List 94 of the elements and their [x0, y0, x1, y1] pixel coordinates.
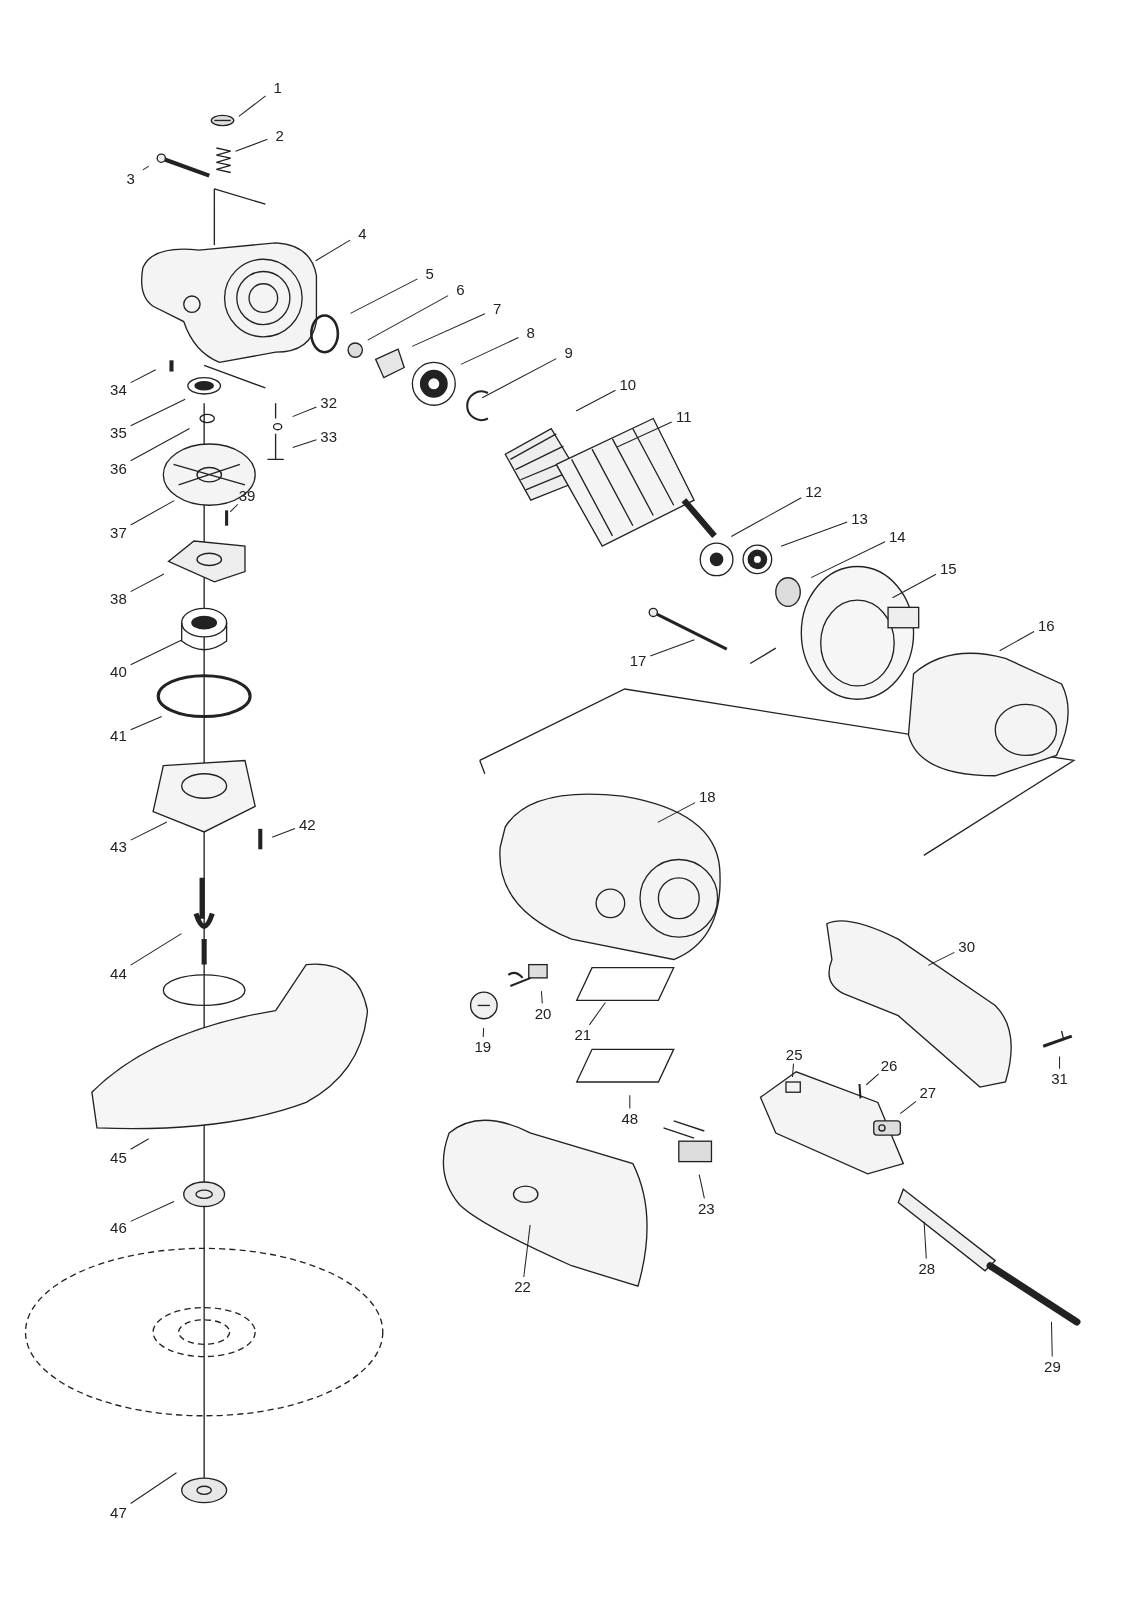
leader-line — [292, 406, 317, 418]
callout-number: 9 — [563, 343, 574, 361]
callout-number: 39 — [237, 486, 257, 504]
leader-line — [130, 427, 191, 462]
leader-line — [899, 1100, 917, 1115]
leader-line — [130, 573, 165, 593]
callout-number: 31 — [1050, 1069, 1069, 1087]
callout-number: 42 — [297, 815, 317, 833]
callout-number: 37 — [109, 523, 128, 541]
callout-number: 1 — [272, 78, 283, 96]
callout-number: 34 — [109, 380, 128, 398]
callout-number: 41 — [109, 726, 128, 744]
callout-number: 46 — [109, 1218, 128, 1236]
callout-number: 35 — [109, 423, 128, 441]
leader-line — [810, 541, 886, 579]
leader-line — [229, 503, 239, 513]
callout-number: 19 — [473, 1037, 493, 1055]
callout-number: 32 — [319, 393, 338, 411]
leader-line — [1051, 1321, 1053, 1358]
callout-number: 33 — [319, 427, 338, 445]
leader-line — [130, 716, 163, 731]
leader-line — [523, 1224, 531, 1278]
leader-line — [588, 1001, 606, 1026]
callout-number: 11 — [675, 407, 693, 425]
callout-number: 44 — [109, 964, 128, 982]
callout-number: 21 — [573, 1025, 593, 1043]
callout-number: 36 — [109, 459, 128, 476]
leader-line — [616, 421, 673, 448]
leader-line — [130, 398, 186, 427]
callout-number: 47 — [109, 1503, 128, 1521]
leader-line — [657, 802, 696, 823]
leader-line — [367, 295, 449, 341]
leader-line — [130, 1472, 177, 1504]
leader-line — [791, 1063, 794, 1078]
leader-line — [999, 631, 1035, 652]
leader-line — [130, 639, 182, 666]
leader-line — [349, 278, 418, 314]
callout-number: 48 — [620, 1109, 640, 1127]
callout-number: 8 — [525, 323, 536, 341]
leader-line — [292, 439, 317, 449]
leader-line — [540, 990, 543, 1004]
leader-line — [234, 138, 268, 152]
callout-number: 6 — [455, 280, 466, 298]
leader-line — [238, 95, 267, 117]
leader-line — [1059, 1055, 1061, 1070]
callout-number: 23 — [697, 1199, 716, 1217]
callout-number: 18 — [698, 787, 717, 805]
callout-number: 4 — [357, 224, 368, 242]
callout-number: 2 — [274, 126, 285, 144]
leader-line — [130, 821, 168, 841]
leader-line — [698, 1174, 705, 1199]
leader-line — [482, 1027, 485, 1038]
callout-number: 13 — [850, 509, 869, 526]
callout-number: 10 — [618, 375, 638, 393]
leader-line — [780, 521, 848, 547]
callout-number: 20 — [533, 1004, 553, 1022]
leader-line — [629, 1094, 631, 1110]
callout-number: 7 — [491, 299, 503, 317]
callout-number: 27 — [918, 1083, 938, 1101]
callout-number: 5 — [424, 264, 435, 282]
leader-line — [460, 336, 520, 365]
leader-line — [130, 369, 157, 384]
callout-number: 28 — [917, 1259, 937, 1277]
callout-number: 25 — [784, 1045, 804, 1063]
leader-line — [730, 497, 802, 537]
callout-number: 29 — [1043, 1357, 1062, 1375]
leader-line — [892, 573, 937, 599]
callout-number: 16 — [1036, 616, 1056, 634]
callout-number: 14 — [887, 527, 907, 545]
leader-line — [142, 165, 150, 171]
leader-line — [923, 1221, 927, 1260]
callout-number: 15 — [938, 559, 958, 577]
leader-line — [271, 827, 296, 838]
leader-line — [865, 1073, 880, 1086]
leader-line — [130, 500, 175, 526]
leader-line — [575, 389, 617, 412]
leader-line — [927, 951, 955, 966]
callout-number: 22 — [513, 1277, 532, 1295]
leader-line — [130, 1201, 175, 1222]
callout-number: 45 — [109, 1148, 128, 1165]
callout-number: 30 — [957, 937, 976, 955]
callout-number: 38 — [109, 589, 128, 607]
leader-line — [315, 239, 351, 262]
leader-line — [649, 639, 695, 657]
callout-number: 40 — [109, 662, 128, 680]
leader-line — [411, 313, 486, 347]
callout-number: 17 — [628, 651, 648, 669]
callout-number: 12 — [804, 482, 823, 500]
callout-number: 3 — [125, 169, 136, 187]
callout-number: 43 — [109, 837, 128, 855]
leader-line — [481, 358, 557, 399]
leader-line — [130, 1138, 150, 1150]
leader-line — [130, 933, 182, 966]
callout-number: 26 — [879, 1056, 899, 1074]
